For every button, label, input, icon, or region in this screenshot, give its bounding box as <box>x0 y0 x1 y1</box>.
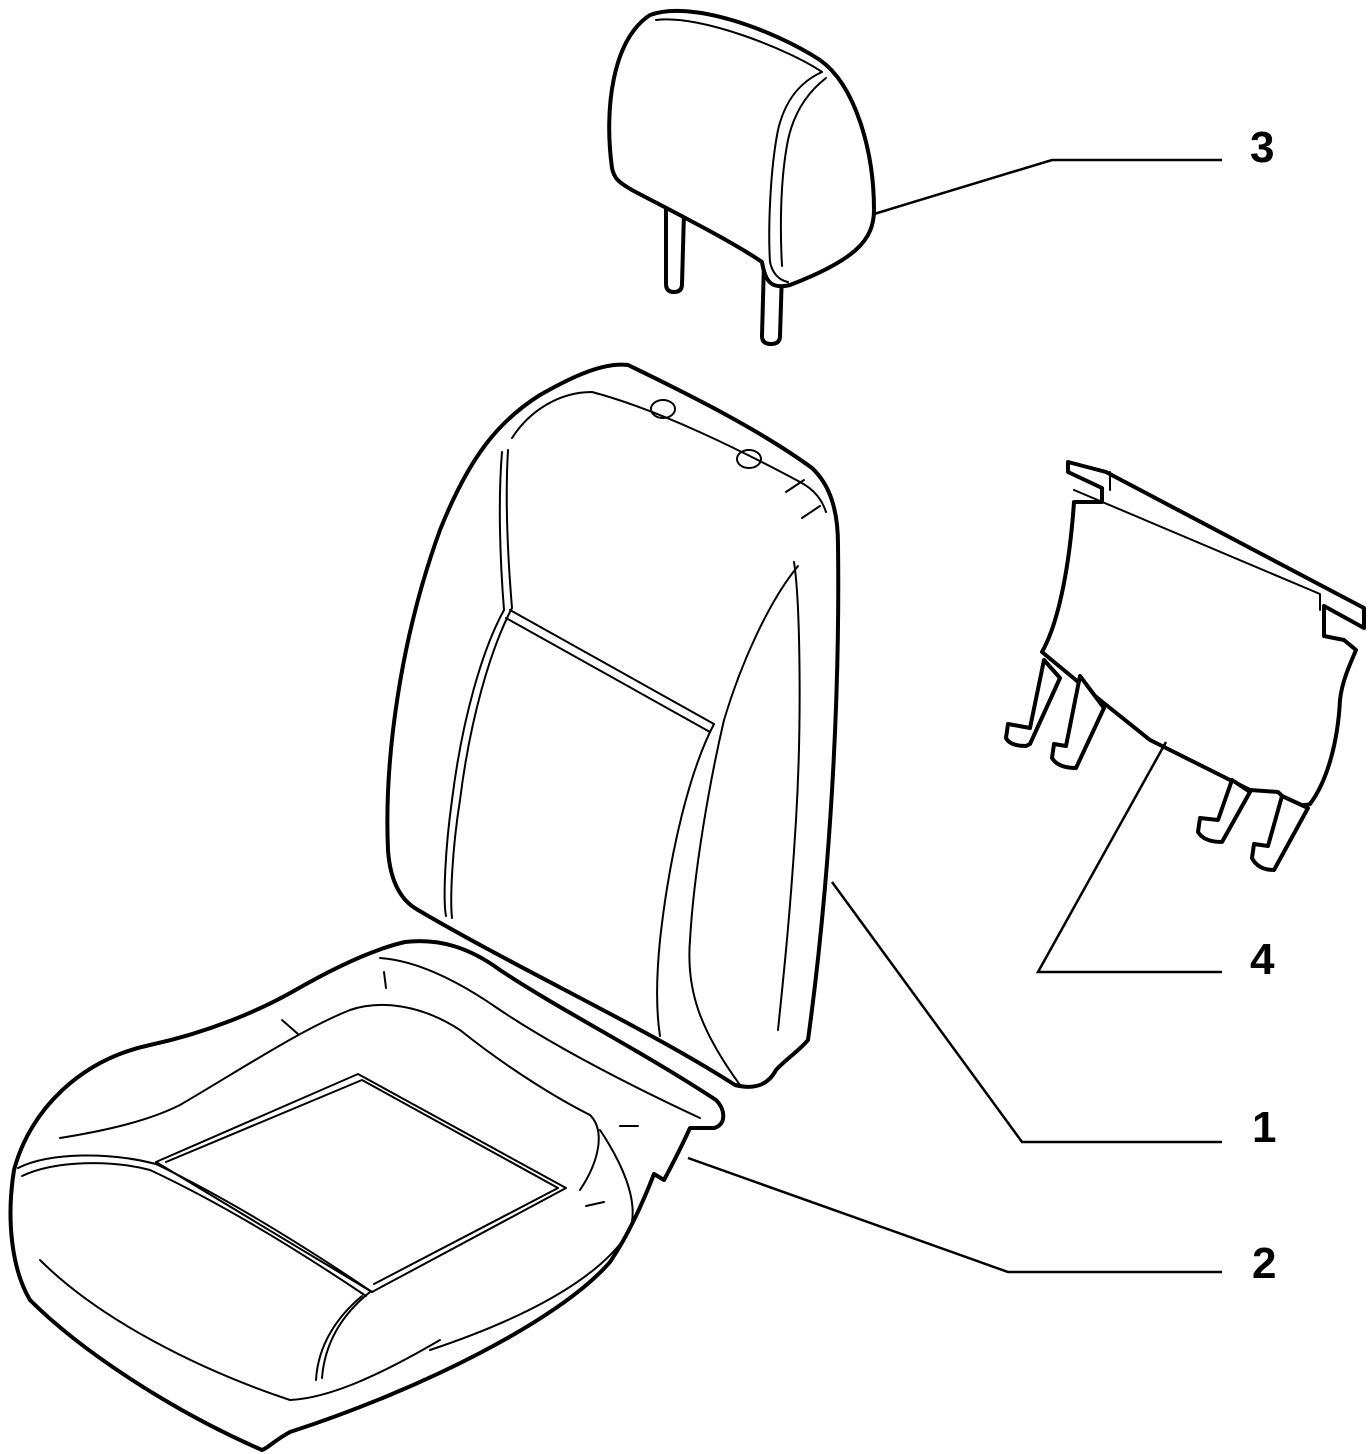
seat-tick-4 <box>585 1201 605 1207</box>
callout-2: 2 <box>1252 1239 1276 1288</box>
leader-lines <box>687 158 1222 1274</box>
backrest-side-seam <box>777 561 801 1031</box>
backrest <box>385 362 841 1089</box>
seat-bolster-seam <box>59 1004 600 1191</box>
backrest-top-edge <box>511 391 827 513</box>
seat-center-panel-inner <box>165 1079 559 1285</box>
backrest-left-bolster-seam-2 <box>443 451 505 917</box>
callout-labels: 3 4 1 2 <box>1250 123 1276 1288</box>
seat-tick-1 <box>281 1019 299 1035</box>
seat-front-roll-inner-2 <box>315 1295 363 1381</box>
headrest-seam <box>655 18 823 283</box>
headrest-cushion <box>607 8 876 289</box>
backrest-right-bolster-seam <box>656 723 715 1037</box>
seat-tick-2 <box>383 971 387 989</box>
headrest-socket-left <box>650 399 676 419</box>
seat-front-roll-top-2 <box>21 1162 367 1297</box>
headrest-seam-inner <box>779 77 827 267</box>
headrest-post-left <box>664 203 686 294</box>
leader-line-1 <box>830 881 1222 1144</box>
backrest-panel-top-edge <box>1073 489 1321 611</box>
headrest <box>607 8 876 346</box>
backrest-panel <box>1004 460 1366 872</box>
backrest-right-bolster-curve <box>688 565 799 1086</box>
panel-hook-2 <box>1050 674 1106 770</box>
backrest-left-bolster-seam <box>450 449 513 919</box>
leader-line-2 <box>687 1156 1222 1274</box>
seat-center-panel <box>155 1073 567 1293</box>
leader-line-4 <box>1035 741 1222 974</box>
panel-hook-4 <box>1250 794 1310 872</box>
backrest-tick-2 <box>801 505 821 519</box>
callout-3: 3 <box>1250 123 1274 172</box>
callout-4: 4 <box>1250 935 1275 984</box>
backrest-panel-outline <box>1040 460 1366 807</box>
backrest-horizontal-seam-2 <box>505 617 711 733</box>
leader-line-3 <box>873 158 1222 216</box>
backrest-horizontal-seam <box>509 609 715 725</box>
headrest-socket-right <box>736 449 762 469</box>
seat-front-roll-inner <box>321 1291 371 1379</box>
seat-right-bolster <box>429 1129 634 1351</box>
callout-1: 1 <box>1252 1103 1276 1152</box>
panel-hook-3 <box>1196 778 1252 844</box>
panel-hook-1 <box>1004 658 1062 748</box>
seat-cushion <box>8 939 726 1452</box>
seat-front-roll-lower <box>39 1259 441 1401</box>
seat-cushion-outline <box>8 939 726 1452</box>
seat-rear-edge <box>379 957 701 1119</box>
backrest-tick-1 <box>785 479 805 493</box>
